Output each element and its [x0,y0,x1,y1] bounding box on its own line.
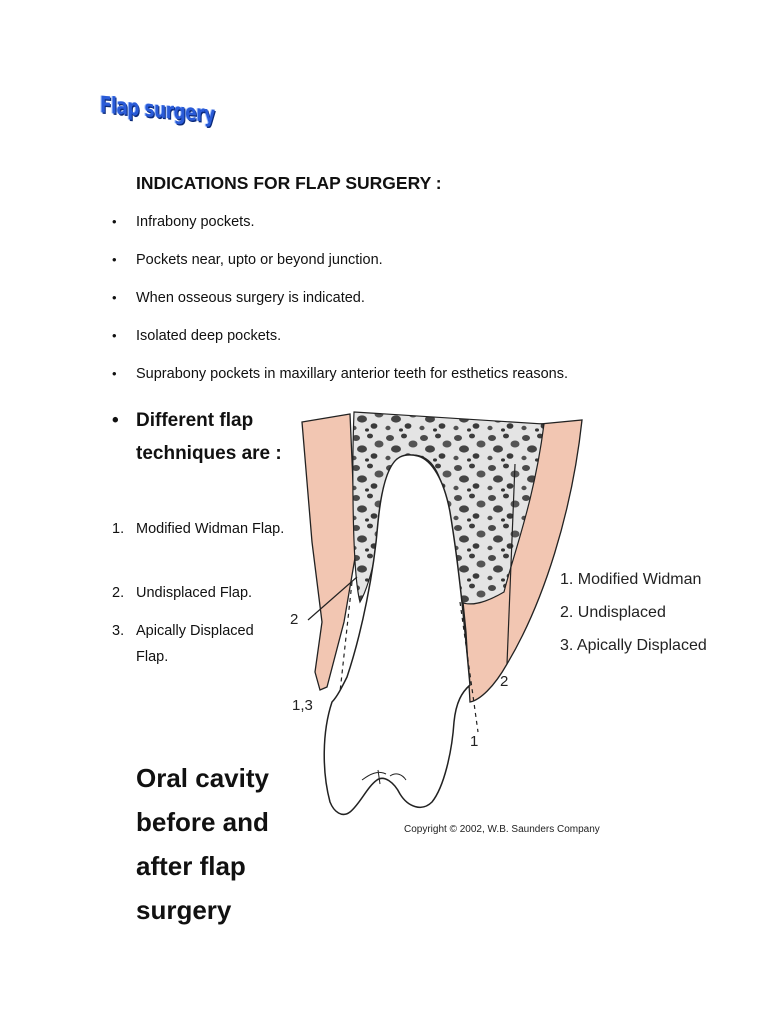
indications-heading: INDICATIONS FOR FLAP SURGERY : [136,173,442,193]
technique-text: Apically Displaced Flap. [136,623,254,665]
indication-text: Pockets near, upto or beyond junction. [136,252,383,268]
wordart-title: Flap surgery [100,92,215,130]
label-right-2: 2 [500,673,508,690]
caption-text: Oral cavity before and after flap surger… [136,763,269,925]
item-number: 1. [112,521,125,537]
indication-text: Suprabony pockets in maxillary anterior … [136,366,568,382]
bullet-icon: • [112,366,117,381]
list-item: 1. Modified Widman Flap. [112,516,287,580]
technique-text: Modified Widman Flap. [136,521,285,537]
bullet-icon: • [112,214,117,229]
incision-line-left-2 [307,576,358,621]
list-item: • Pockets near, upto or beyond junction. [112,252,568,290]
list-item: • Suprabony pockets in maxillary anterior… [112,366,568,404]
label-right-1: 1 [470,733,478,750]
label-left-2: 2 [290,611,298,628]
legend-item: 3. Apically Displaced [560,637,707,654]
indication-text: Isolated deep pockets. [136,328,282,344]
techniques-list: 1. Modified Widman Flap. 2. Undisplaced Fl… [112,516,287,670]
bullet-icon: • [112,328,117,343]
incision-line-right-1 [459,601,479,733]
label-left-13: 1,3 [292,697,313,714]
list-item: 3. Apically Displaced Flap. [112,618,287,670]
bullet-icon: • [112,290,117,305]
indications-list: • Infrabony pockets. • Pockets near, upto … [112,214,568,404]
bullet-icon: • [112,410,119,431]
list-item: • When osseous surgery is indicated. [112,290,568,328]
item-number: 2. [112,585,125,601]
list-item: • Infrabony pockets. [112,214,568,252]
tooth [323,454,471,816]
indication-text: Infrabony pockets. [136,214,255,230]
item-number: 3. [112,623,125,639]
incision-line-right-2 [506,463,516,665]
copyright-text: Copyright © 2002, W.B. Saunders Company [404,824,600,835]
legend-item: 1. Modified Widman [560,571,701,588]
indication-text: When osseous surgery is indicated. [136,290,365,306]
techniques-heading: • Different flap techniques are : [112,404,287,470]
technique-text: Undisplaced Flap. [136,585,253,601]
bullet-icon: • [112,252,117,267]
list-item: • Isolated deep pockets. [112,328,568,366]
list-item: 2. Undisplaced Flap. [112,580,287,618]
legend-item: 2. Undisplaced [560,604,666,621]
flap-incision-diagram: 2 1,3 2 1 1. Modified Widman 2. Undispla… [290,411,707,835]
incision-line-left-13 [339,581,353,693]
crown-cusp-line [361,769,407,785]
right-gingiva [457,419,583,703]
techniques-heading-text: Different flap techniques are : [136,410,282,464]
left-gingiva [301,413,357,691]
